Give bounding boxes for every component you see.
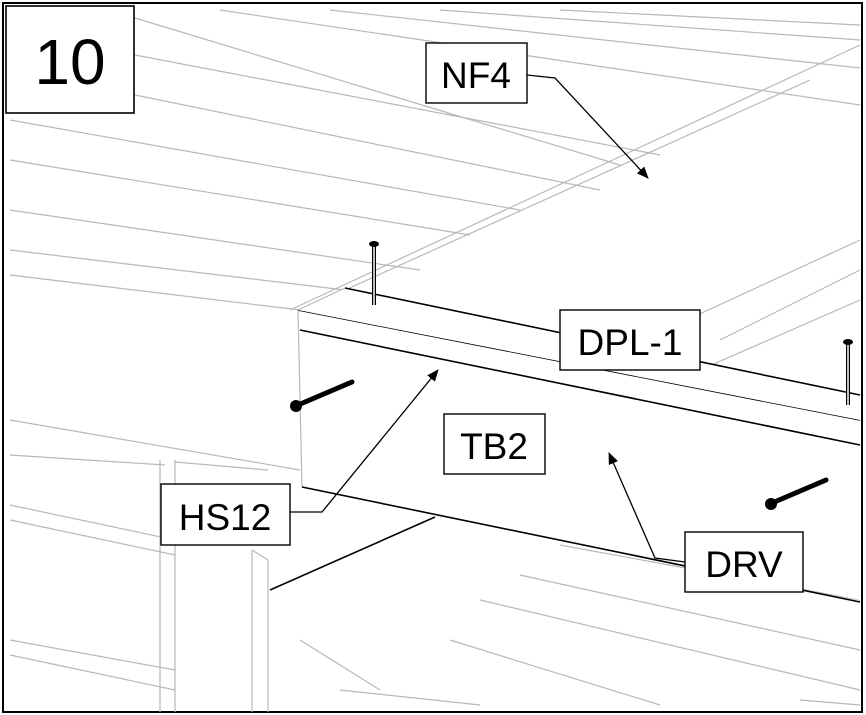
screw-top-left xyxy=(369,241,379,305)
step-number-box: 10 xyxy=(5,5,135,114)
callout-hs12: HS12 xyxy=(160,483,291,546)
deck-boards xyxy=(9,9,861,706)
callout-dpl1: DPL-1 xyxy=(559,309,701,371)
lower-beam-edge xyxy=(269,516,436,591)
step-number: 10 xyxy=(34,26,105,98)
screw-side-right xyxy=(765,477,829,510)
callout-tb2: TB2 xyxy=(443,413,546,475)
callout-drv: DRV xyxy=(684,531,804,593)
leader-hs12 xyxy=(290,369,439,513)
callout-nf4: NF4 xyxy=(425,42,528,104)
screw-side-left xyxy=(290,379,355,412)
leader-lines xyxy=(290,74,686,563)
callout-hs12-text: HS12 xyxy=(179,497,272,538)
callout-tb2-text: TB2 xyxy=(460,426,528,467)
leader-nf4 xyxy=(526,74,649,179)
screw-top-right xyxy=(843,339,853,405)
callout-drv-text: DRV xyxy=(705,544,783,585)
leader-drv xyxy=(608,452,686,563)
callout-dpl1-text: DPL-1 xyxy=(578,322,683,363)
callout-nf4-text: NF4 xyxy=(441,55,511,96)
